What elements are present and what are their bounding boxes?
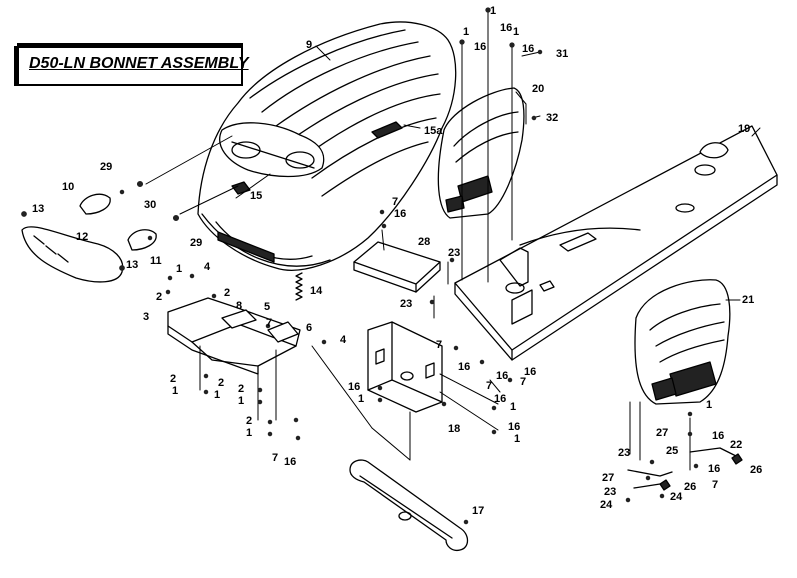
callout-c19: 19 bbox=[738, 123, 750, 135]
callout-c1c: 1 bbox=[513, 26, 519, 38]
callout-c2d: 2 bbox=[218, 377, 224, 389]
callout-c16a: 16 bbox=[500, 22, 512, 34]
callout-c29a: 29 bbox=[100, 161, 112, 173]
callout-c16d: 16 bbox=[394, 208, 406, 220]
callout-c6: 6 bbox=[306, 322, 312, 334]
callout-c29b: 29 bbox=[190, 237, 202, 249]
callout-c20: 20 bbox=[532, 83, 544, 95]
callout-c15: 15 bbox=[250, 190, 262, 202]
callout-c1k: 1 bbox=[246, 427, 252, 439]
lamp-housings bbox=[21, 193, 157, 283]
front-axle-support bbox=[167, 297, 301, 375]
callout-c2c: 2 bbox=[170, 373, 176, 385]
callout-c2e: 2 bbox=[238, 383, 244, 395]
callout-c31: 31 bbox=[556, 48, 568, 60]
callout-c18: 18 bbox=[448, 423, 460, 435]
callout-c16i: 16 bbox=[494, 393, 506, 405]
callout-c16e: 16 bbox=[458, 361, 470, 373]
callout-c7g: 7 bbox=[712, 479, 718, 491]
callout-c16l: 16 bbox=[712, 430, 724, 442]
callout-c27a: 27 bbox=[656, 427, 668, 439]
callout-c23c: 23 bbox=[618, 447, 630, 459]
diagram-title: D50-LN BONNET ASSEMBLY bbox=[29, 55, 249, 72]
callout-c16f: 16 bbox=[496, 370, 508, 382]
callout-c2a: 2 bbox=[156, 291, 162, 303]
callout-c5: 5 bbox=[264, 301, 270, 313]
spring bbox=[295, 272, 303, 301]
callout-c7d: 7 bbox=[486, 380, 492, 392]
callout-c16h: 16 bbox=[348, 381, 360, 393]
callout-c3: 3 bbox=[143, 311, 149, 323]
callout-c26b: 26 bbox=[684, 481, 696, 493]
mount-bracket bbox=[367, 321, 443, 413]
callout-c1j: 1 bbox=[514, 433, 520, 445]
callout-c10: 10 bbox=[62, 181, 74, 193]
callout-c23d: 23 bbox=[604, 486, 616, 498]
callout-c16b: 16 bbox=[474, 41, 486, 53]
hardware-parts bbox=[21, 7, 699, 525]
callout-c7b: 7 bbox=[266, 317, 272, 329]
callout-c2f: 2 bbox=[246, 415, 252, 427]
callout-c24a: 24 bbox=[600, 499, 613, 511]
callout-c2b: 2 bbox=[224, 287, 230, 299]
callout-c27b: 27 bbox=[602, 472, 614, 484]
callout-c4a: 4 bbox=[204, 261, 211, 273]
callout-c11: 11 bbox=[150, 255, 162, 267]
callout-c4b: 4 bbox=[340, 334, 347, 346]
leader-lines bbox=[145, 11, 761, 471]
callout-c1h: 1 bbox=[358, 393, 364, 405]
callout-c16c: 16 bbox=[522, 43, 534, 55]
front-bumper bbox=[349, 459, 469, 552]
callout-c24b: 24 bbox=[670, 491, 683, 503]
bonnet-shell bbox=[197, 21, 457, 271]
callout-c23a: 23 bbox=[448, 247, 460, 259]
callout-c17: 17 bbox=[472, 505, 484, 517]
callout-c14: 14 bbox=[310, 285, 323, 297]
callout-c1l: 1 bbox=[706, 399, 712, 411]
callout-c7a: 7 bbox=[392, 196, 398, 208]
lever-assembly bbox=[627, 447, 743, 491]
chassis-frame bbox=[454, 125, 778, 361]
diagram-title-box: D50-LN BONNET ASSEMBLY bbox=[17, 46, 249, 86]
callout-c32: 32 bbox=[546, 112, 558, 124]
callout-c22: 22 bbox=[730, 439, 742, 451]
callout-c1f: 1 bbox=[214, 389, 220, 401]
callout-c15a: 15a bbox=[424, 125, 443, 137]
callout-c28: 28 bbox=[418, 236, 430, 248]
callout-c13b: 13 bbox=[126, 259, 138, 271]
callout-c13a: 13 bbox=[32, 203, 44, 215]
callout-c1g: 1 bbox=[238, 395, 244, 407]
callout-c16g: 16 bbox=[524, 366, 536, 378]
callout-c1i: 1 bbox=[510, 401, 516, 413]
callout-c16k: 16 bbox=[284, 456, 296, 468]
callout-c1e: 1 bbox=[172, 385, 178, 397]
callout-c12: 12 bbox=[76, 231, 88, 243]
dash-cover bbox=[353, 241, 441, 293]
callout-c1a: 1 bbox=[490, 5, 496, 17]
callout-c21: 21 bbox=[742, 294, 754, 306]
callout-c16j: 16 bbox=[508, 421, 520, 433]
callout-c7f: 7 bbox=[272, 452, 278, 464]
callout-c8: 8 bbox=[236, 300, 242, 312]
callout-c25: 25 bbox=[666, 445, 678, 457]
callout-c9: 9 bbox=[306, 39, 312, 51]
callout-c1d: 1 bbox=[176, 263, 182, 275]
callout-c30: 30 bbox=[144, 199, 156, 211]
callout-c7c: 7 bbox=[436, 339, 442, 351]
callout-c23b: 23 bbox=[400, 298, 412, 310]
right-side-panel bbox=[634, 279, 731, 405]
callout-c26a: 26 bbox=[750, 464, 762, 476]
callout-c1b: 1 bbox=[463, 26, 469, 38]
callout-c16m: 16 bbox=[708, 463, 720, 475]
callout-c7e: 7 bbox=[520, 376, 526, 388]
